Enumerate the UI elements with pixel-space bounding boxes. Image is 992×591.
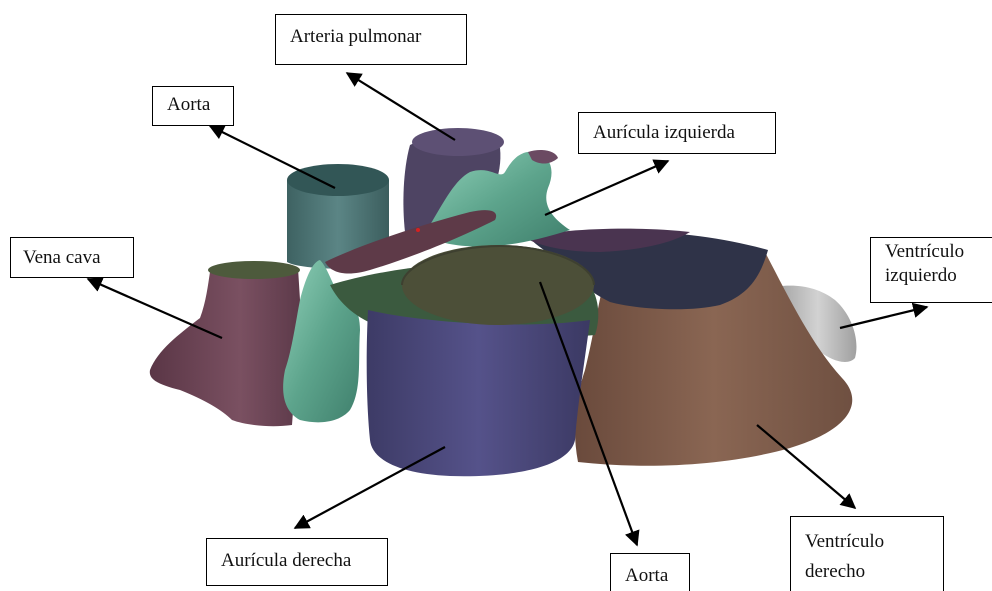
- label-ventriculo-derecho-line1: Ventrículo: [805, 527, 943, 557]
- label-ventriculo-izquierdo-line1: Ventrículo: [885, 240, 992, 264]
- label-aorta-bottom-text: Aorta: [625, 564, 689, 588]
- arrow-arteria-pulmonar: [347, 73, 455, 140]
- label-ventriculo-izquierdo: Ventrículo izquierdo: [870, 237, 992, 303]
- label-ventriculo-derecho-line2: derecho: [805, 557, 943, 587]
- label-aorta-top: Aorta: [152, 86, 234, 126]
- arrow-vena-cava: [88, 279, 222, 338]
- arrow-ventriculo-izquierdo: [840, 307, 927, 328]
- label-vena-cava: Vena cava: [10, 237, 134, 278]
- aorta-cylinder-top: [287, 164, 389, 196]
- vena-cava-shape: [150, 264, 300, 426]
- arrow-auricula-izquierda: [545, 161, 668, 215]
- label-auricula-derecha: Aurícula derecha: [206, 538, 388, 586]
- arteria-pulmonar-top: [412, 128, 504, 156]
- label-ventriculo-derecho: Ventrículo derecho: [790, 516, 944, 591]
- arrow-auricula-derecha: [295, 447, 445, 528]
- label-arteria-pulmonar-text: Arteria pulmonar: [290, 25, 466, 49]
- label-vena-cava-text: Vena cava: [23, 246, 133, 270]
- punto-rojo: [416, 228, 420, 232]
- arrow-aorta-top: [210, 126, 335, 188]
- label-ventriculo-izquierdo-line2: izquierdo: [885, 264, 992, 288]
- label-auricula-derecha-text: Aurícula derecha: [221, 549, 387, 573]
- label-arteria-pulmonar: Arteria pulmonar: [275, 14, 467, 65]
- label-auricula-izquierda: Aurícula izquierda: [578, 112, 776, 154]
- label-aorta-top-text: Aorta: [167, 93, 233, 117]
- auricula-derecha-shape: [367, 310, 590, 476]
- label-auricula-izquierda-text: Aurícula izquierda: [593, 121, 775, 145]
- vena-cava-top: [208, 261, 300, 279]
- label-aorta-bottom: Aorta: [610, 553, 690, 591]
